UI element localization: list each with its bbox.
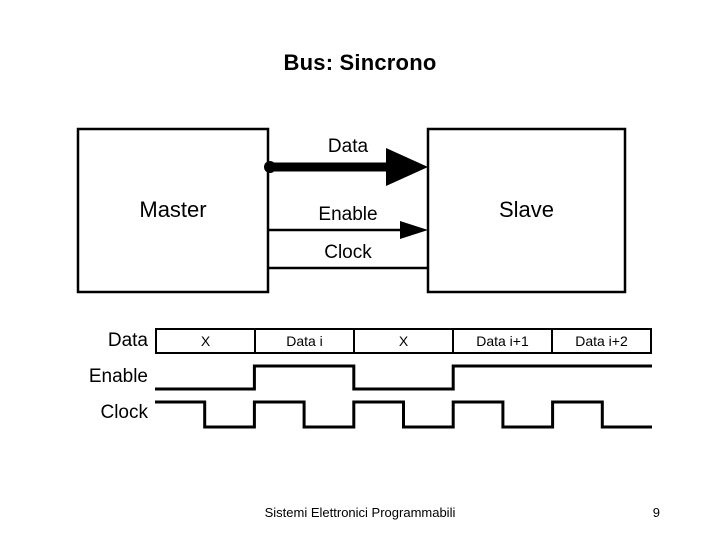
timing-row-label-data: Data bbox=[107, 330, 148, 351]
footer-page-number: 9 bbox=[652, 505, 660, 520]
data-bus-cell: Data i bbox=[256, 330, 355, 352]
data-bus-cell: X bbox=[157, 330, 256, 352]
clock-waveform bbox=[155, 400, 652, 429]
data-bus-waveform: X Data i X Data i+1 Data i+2 bbox=[155, 328, 652, 354]
timing-row-label-enable: Enable bbox=[88, 366, 148, 387]
data-bus-cell: Data i+1 bbox=[454, 330, 553, 352]
page-title: Bus: Sincrono bbox=[283, 50, 437, 75]
data-bus-cell: Data i+2 bbox=[575, 333, 628, 349]
data-bus-cell: X bbox=[355, 330, 454, 352]
enable-waveform bbox=[155, 364, 652, 391]
footer-title: Sistemi Elettronici Programmabili bbox=[264, 505, 456, 520]
timing-row-label-clock: Clock bbox=[100, 402, 148, 423]
